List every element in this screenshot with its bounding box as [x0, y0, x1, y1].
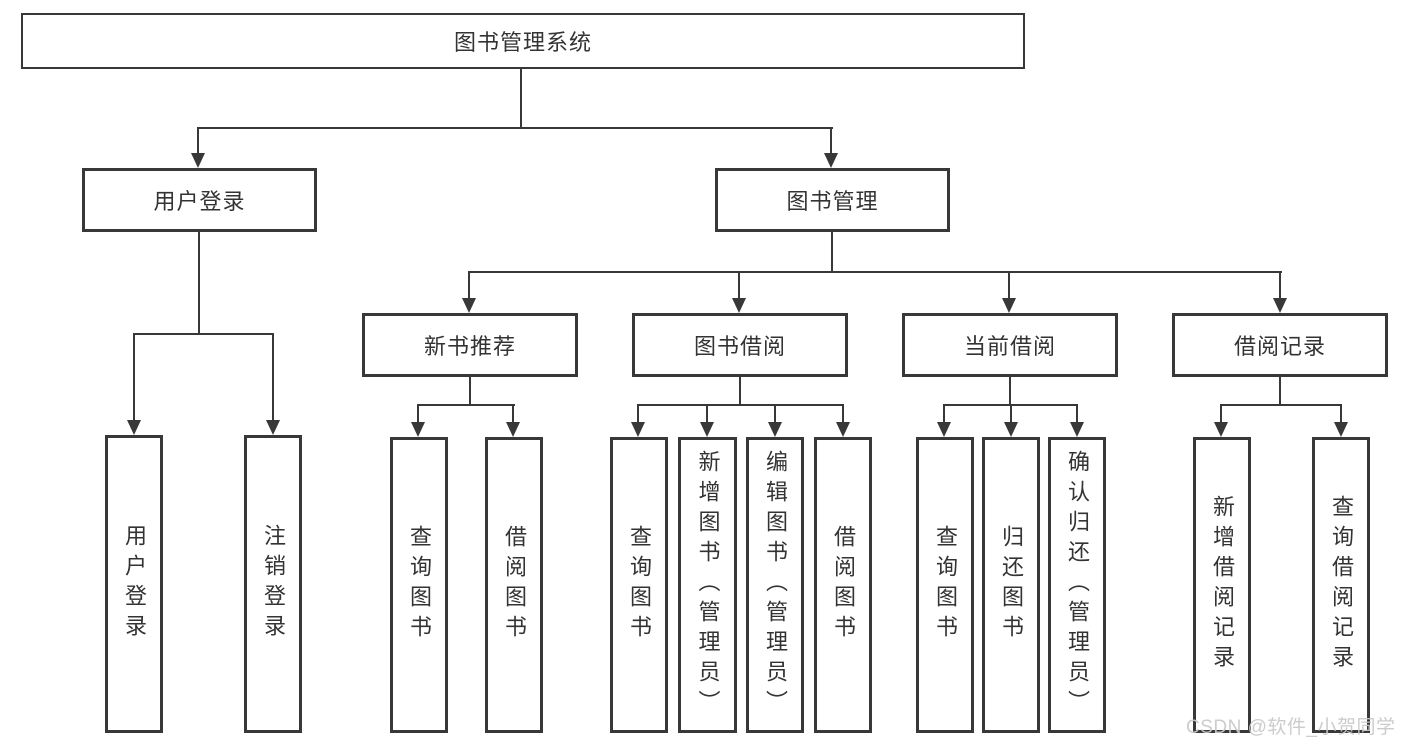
- node-root-label: 图书管理系统: [453, 30, 592, 55]
- node-user-login-label: 用户登录: [153, 189, 246, 214]
- node-root: 图书管理系统: [21, 13, 1025, 69]
- leaf-confirm-return-admin-label: 确认归还（管理员）: [1065, 450, 1090, 720]
- node-user-login: 用户登录: [82, 168, 317, 232]
- arrow-down-icon: [191, 153, 205, 168]
- leaf-query-books-current: 查询图书: [916, 437, 974, 733]
- connector-root-stem: [520, 69, 522, 128]
- arrow-down-icon: [127, 420, 141, 435]
- connector-leaf-shaft: [133, 333, 135, 421]
- node-current-borrow: 当前借阅: [902, 313, 1118, 377]
- arrow-down-icon: [824, 153, 838, 168]
- connector-leaf-shaft: [512, 404, 514, 423]
- leaf-edit-book-admin-label: 编辑图书（管理员）: [763, 450, 788, 720]
- connector-leaf-shaft: [706, 404, 708, 423]
- connector-leaf-shaft: [637, 404, 639, 423]
- leaf-edit-book-admin: 编辑图书（管理员）: [746, 437, 804, 733]
- connector-leaf-shaft: [417, 404, 419, 423]
- connector-l3-shaft: [468, 271, 470, 299]
- connector-leaf-shaft: [1340, 404, 1342, 423]
- arrow-down-icon: [937, 422, 951, 437]
- node-new-book-recommend: 新书推荐: [362, 313, 578, 377]
- leaf-borrow-books: 借阅图书: [814, 437, 872, 733]
- leaf-logout: 注销登录: [244, 435, 302, 733]
- arrow-down-icon: [506, 422, 520, 437]
- connector-leaf-shaft: [1220, 404, 1222, 423]
- connector-l3-shaft: [738, 271, 740, 299]
- leaf-add-book-admin-label: 新增图书（管理员）: [695, 450, 721, 720]
- arrow-down-icon: [411, 422, 425, 437]
- leaf-query-books-borrow: 查询图书: [610, 437, 668, 733]
- connector-bookmgmt-stem: [831, 232, 833, 272]
- connector-g1-branch: [418, 404, 515, 406]
- node-book-borrow: 图书借阅: [632, 313, 848, 377]
- connector-bookmgmt-shaft: [830, 127, 832, 154]
- node-current-borrow-label: 当前借阅: [963, 334, 1056, 359]
- connector-g4-stem: [1279, 377, 1281, 405]
- leaf-query-borrow-record: 查询借阅记录: [1312, 437, 1370, 733]
- connector-leaf-shaft: [272, 333, 274, 421]
- connector-g1-stem: [469, 377, 471, 405]
- leaf-query-borrow-record-label: 查询借阅记录: [1329, 495, 1354, 675]
- arrow-down-icon: [732, 298, 746, 313]
- leaf-add-borrow-record: 新增借阅记录: [1193, 437, 1251, 733]
- connector-g3-stem: [1009, 377, 1011, 405]
- arrow-down-icon: [1214, 422, 1228, 437]
- node-book-management-label: 图书管理: [786, 189, 879, 214]
- arrow-down-icon: [768, 422, 782, 437]
- arrow-down-icon: [1002, 298, 1016, 313]
- connector-l3-shaft: [1008, 271, 1010, 299]
- connector-bookmgmt-branch: [469, 271, 1282, 273]
- connector-userlogin-stem: [198, 232, 200, 334]
- leaf-user-login: 用户登录: [105, 435, 163, 733]
- node-new-book-recommend-label: 新书推荐: [423, 334, 516, 359]
- leaf-logout-label: 注销登录: [261, 524, 286, 644]
- leaf-query-books-current-label: 查询图书: [933, 525, 958, 645]
- watermark: CSDN @软件_小贺同学: [1186, 717, 1396, 738]
- node-book-borrow-label: 图书借阅: [693, 334, 786, 359]
- leaf-borrow-books-recommend: 借阅图书: [485, 437, 543, 733]
- arrow-down-icon: [836, 422, 850, 437]
- leaf-add-book-admin: 新增图书（管理员）: [678, 437, 737, 733]
- connector-leaf-shaft: [1010, 404, 1012, 423]
- arrow-down-icon: [631, 422, 645, 437]
- connector-g2-stem: [739, 377, 741, 405]
- leaf-query-books-borrow-label: 查询图书: [627, 525, 652, 645]
- connector-g2-branch: [638, 404, 844, 406]
- leaf-borrow-books-label: 借阅图书: [831, 525, 856, 645]
- leaf-return-books-label: 归还图书: [999, 525, 1024, 645]
- arrow-down-icon: [1273, 298, 1287, 313]
- node-book-management: 图书管理: [715, 168, 950, 232]
- connector-l3-shaft: [1279, 271, 1281, 299]
- node-borrow-records-label: 借阅记录: [1233, 334, 1326, 359]
- leaf-confirm-return-admin: 确认归还（管理员）: [1048, 437, 1106, 733]
- arrow-down-icon: [266, 420, 280, 435]
- connector-userlogin-branch: [134, 333, 274, 335]
- arrow-down-icon: [1070, 422, 1084, 437]
- leaf-borrow-books-recommend-label: 借阅图书: [502, 525, 527, 645]
- leaf-query-books-recommend-label: 查询图书: [407, 525, 432, 645]
- arrow-down-icon: [1004, 422, 1018, 437]
- connector-userlogin-shaft: [197, 127, 199, 154]
- arrow-down-icon: [1334, 422, 1348, 437]
- leaf-add-borrow-record-label: 新增借阅记录: [1210, 495, 1235, 675]
- connector-leaf-shaft: [774, 404, 776, 423]
- leaf-user-login-label: 用户登录: [122, 524, 147, 644]
- arrow-down-icon: [462, 298, 476, 313]
- connector-root-branch: [198, 127, 833, 129]
- connector-g4-branch: [1221, 404, 1342, 406]
- node-borrow-records: 借阅记录: [1172, 313, 1388, 377]
- leaf-return-books: 归还图书: [982, 437, 1040, 733]
- leaf-query-books-recommend: 查询图书: [390, 437, 448, 733]
- arrow-down-icon: [700, 422, 714, 437]
- connector-leaf-shaft: [943, 404, 945, 423]
- connector-leaf-shaft: [842, 404, 844, 423]
- connector-leaf-shaft: [1076, 404, 1078, 423]
